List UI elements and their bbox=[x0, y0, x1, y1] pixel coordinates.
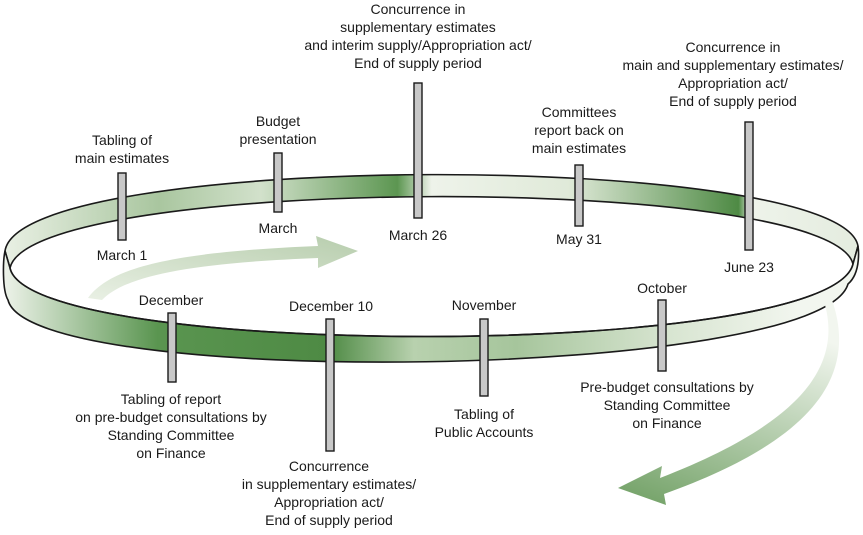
marker-post-november bbox=[479, 318, 489, 397]
event-description-november: Tabling of Public Accounts bbox=[434, 406, 534, 440]
event-date-may-31: May 31 bbox=[556, 231, 602, 247]
event-date-june-23: June 23 bbox=[724, 259, 774, 275]
event-date-december: December bbox=[138, 292, 204, 308]
marker-post-june-23 bbox=[744, 121, 754, 251]
event-date-november: November bbox=[451, 297, 517, 313]
event-date-march-26: March 26 bbox=[388, 227, 448, 243]
event-description-december: Tabling of report on pre-budget consulta… bbox=[75, 391, 267, 461]
event-description-march-1: Tabling of main estimates bbox=[74, 132, 170, 166]
event-description-march: Budget presentation bbox=[239, 113, 317, 147]
cycle-arrow-upper bbox=[88, 236, 358, 300]
event-description-may-31: Committees report back on main estimates bbox=[531, 104, 627, 156]
event-date-december-10: December 10 bbox=[288, 298, 374, 314]
marker-post-march bbox=[273, 152, 283, 213]
event-date-october: October bbox=[637, 280, 687, 296]
event-description-june-23: Concurrence in main and supplementary es… bbox=[622, 39, 844, 109]
event-description-october: Pre-budget consultations by Standing Com… bbox=[580, 379, 754, 431]
marker-post-december bbox=[167, 312, 177, 383]
marker-post-march-1 bbox=[117, 172, 127, 241]
event-description-march-26: Concurrence in supplementary estimates a… bbox=[304, 1, 532, 71]
event-date-march: March bbox=[258, 220, 298, 236]
event-description-december-10: Concurrence in supplementary estimates/ … bbox=[241, 458, 417, 528]
ring-inner-edge bbox=[9, 263, 854, 338]
marker-post-may-31 bbox=[574, 164, 584, 227]
marker-post-october bbox=[657, 299, 667, 372]
marker-post-december-10 bbox=[325, 318, 335, 452]
cycle-arrow-lower bbox=[618, 295, 840, 505]
event-date-march-1: March 1 bbox=[96, 247, 148, 263]
marker-post-march-26 bbox=[413, 82, 423, 219]
